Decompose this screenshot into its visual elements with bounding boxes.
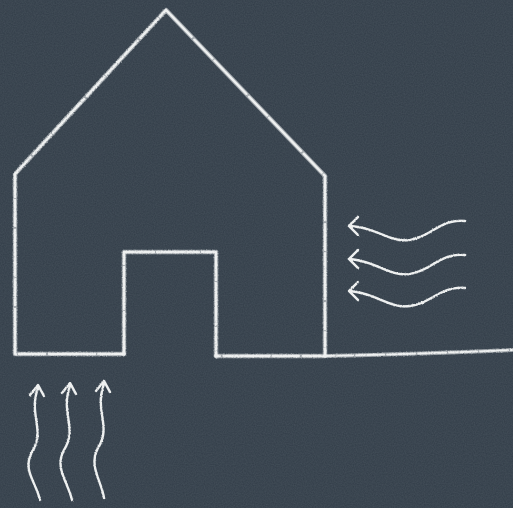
board-grain <box>0 0 513 508</box>
chalkboard <box>0 0 513 508</box>
chalk-drawing <box>0 0 513 508</box>
